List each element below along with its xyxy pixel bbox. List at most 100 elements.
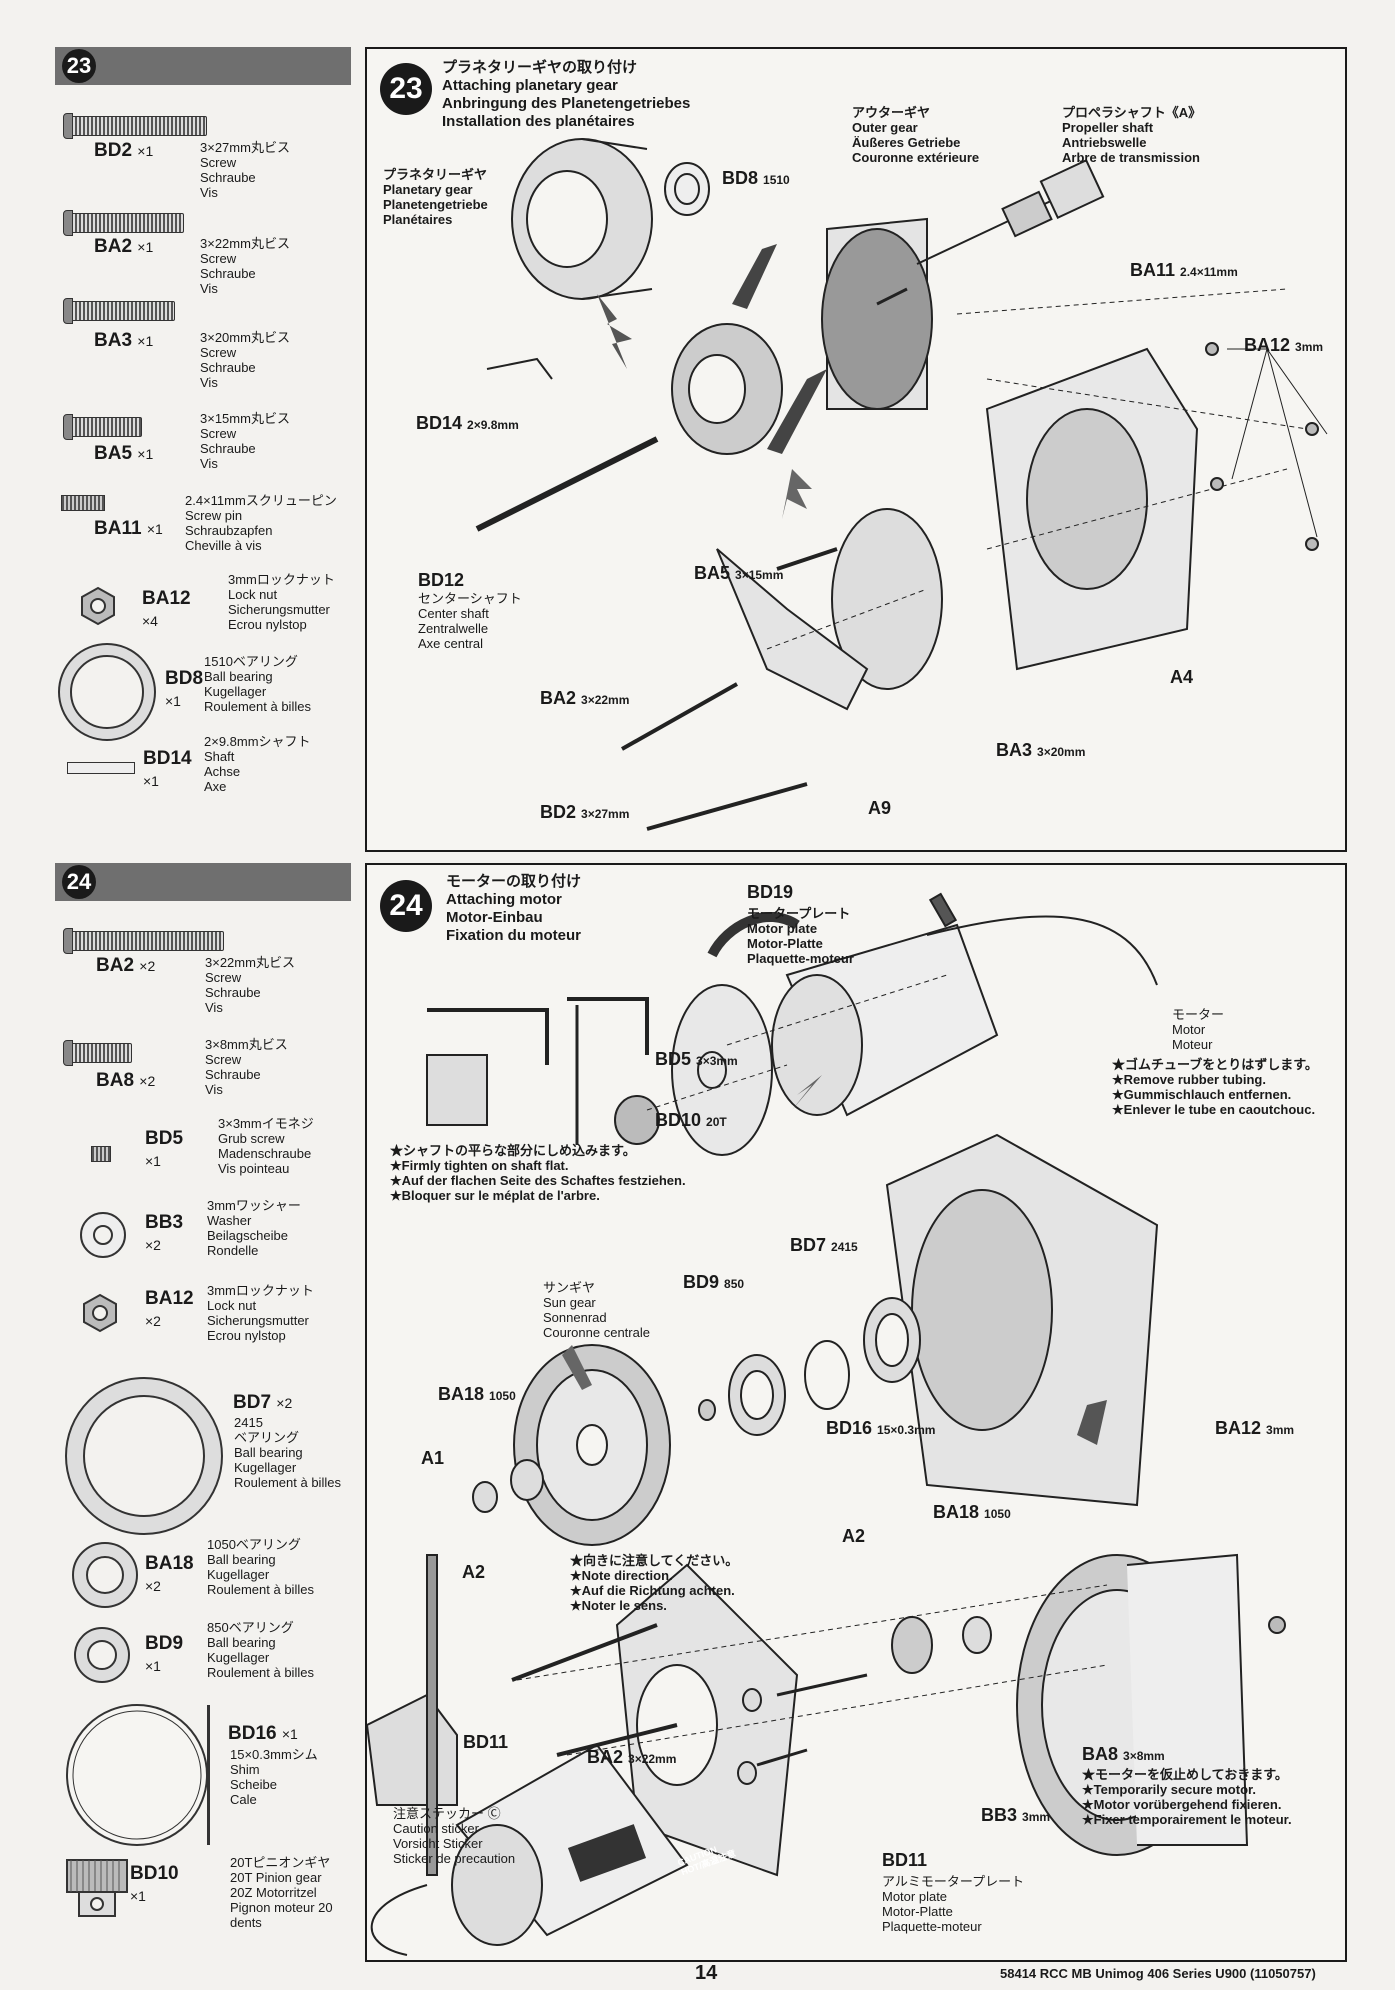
a9-label: A9 — [868, 798, 892, 818]
part-code: BD14×1 — [143, 748, 192, 789]
part-desc: 3mmロックナット Lock nut Sicherungsmutter Ecro… — [228, 572, 335, 632]
part-desc: 2.4×11mmスクリューピン Screw pin Schraubzapfen … — [185, 493, 337, 553]
ba5-label: BA5 3×15mm — [694, 563, 784, 583]
part-code: BD2 ×1 — [94, 140, 154, 161]
step23-title: プラネタリーギヤの取り付け Attaching planetary gear A… — [442, 59, 691, 130]
grub-screw-icon — [91, 1146, 111, 1162]
ba3-label: BA3 3×20mm — [996, 740, 1086, 760]
ball-bearing-icon — [58, 643, 156, 741]
part-code: BA2 ×2 — [96, 955, 156, 976]
propeller-shaft-label: プロペラシャフト《A》 Propeller shaft Antriebswell… — [1062, 105, 1202, 165]
part-desc: 1510ベアリング Ball bearing Kugellager Roulem… — [204, 654, 311, 714]
bb3-label: BB3 3mm — [981, 1805, 1051, 1825]
bd10-label: BD10 20T — [655, 1110, 727, 1130]
part-desc: 3mmワッシャー Washer Beilagscheibe Rondelle — [207, 1198, 301, 1258]
part-code: BA8 ×2 — [96, 1070, 156, 1091]
bd11-label-side: BD11 — [463, 1732, 509, 1752]
part-code: BA12×4 — [142, 588, 191, 629]
part-desc: 3×8mm丸ビス Screw Schraube Vis — [205, 1037, 288, 1097]
pinion-gear-icon — [66, 1859, 128, 1917]
a2-label-left: A2 — [462, 1562, 486, 1582]
ba8-label: BA8 3×8mm — [1082, 1744, 1165, 1764]
motor-plate-label: モータープレート Motor plate Motor-Platte Plaque… — [747, 906, 854, 966]
part-desc: 3×20mm丸ビス Screw Schraube Vis — [200, 330, 290, 390]
bd9-label: BD9 850 — [683, 1272, 745, 1292]
center-shaft-label: センターシャフト Center shaft Zentralwelle Axe c… — [418, 591, 522, 651]
part-code: BD7 ×2 — [233, 1392, 293, 1413]
a2-label-right: A2 — [842, 1526, 866, 1546]
ba5-screw-icon — [63, 414, 142, 440]
bd8-label: BD8 1510 — [722, 168, 790, 188]
step24-parts-badge: 24 — [62, 865, 96, 899]
part-desc: 1050ベアリング Ball bearing Kugellager Roulem… — [207, 1537, 314, 1597]
ba8-screw-icon — [63, 1040, 132, 1066]
part-desc: 20Tピニオンギヤ 20T Pinion gear 20Z Motorritze… — [230, 1855, 333, 1930]
ba2-screw-icon — [63, 210, 184, 236]
ba18-label-left: BA18 1050 — [438, 1384, 516, 1404]
part-code: BD10×1 — [130, 1863, 179, 1904]
part-desc: 3×3mmイモネジ Grub screw Madenschraube Vis p… — [218, 1116, 314, 1176]
washer-icon — [80, 1212, 126, 1258]
planetary-gear-label: プラネタリーギヤ Planetary gear Planetengetriebe… — [383, 167, 488, 227]
ba2-screw-icon — [63, 928, 224, 954]
part-code: BB3×2 — [145, 1212, 184, 1253]
step24-assembly-diagram — [367, 892, 1286, 1956]
sun-gear-label: サンギヤ Sun gear Sonnenrad Couronne central… — [543, 1280, 650, 1340]
rubber-tubing-note: ★ゴムチューブをとりはずします。 ★Remove rubber tubing. … — [1112, 1057, 1318, 1117]
part-desc: 3×22mm丸ビス Screw Schraube Vis — [205, 955, 295, 1015]
ba18-label-right: BA18 1050 — [933, 1502, 1011, 1522]
bd16-label: BD16 15×0.3mm — [826, 1418, 936, 1438]
ba2-label: BA2 3×22mm — [587, 1747, 677, 1767]
direction-note: ★向きに注意してください。 ★Note direction. ★Auf die … — [570, 1553, 739, 1613]
part-desc: 15×0.3mmシム Shim Scheibe Cale — [230, 1747, 318, 1807]
shim-icon — [66, 1704, 210, 1846]
ba12-label: BA12 3mm — [1244, 335, 1324, 355]
ba3-screw-icon — [63, 298, 175, 324]
outer-gear-label: アウターギヤ Outer gear Äußeres Getriebe Couro… — [852, 105, 980, 165]
part-code: BA3 ×1 — [94, 330, 154, 351]
bd2-label: BD2 3×27mm — [540, 802, 630, 822]
lock-nut-icon — [83, 1293, 117, 1333]
temporarily-secure-note: ★モーターを仮止めしておきます。 ★Temporarily secure mot… — [1082, 1767, 1292, 1827]
part-desc: 2415 ベアリング Ball bearing Kugellager Roule… — [234, 1415, 341, 1490]
part-desc: 850ベアリング Ball bearing Kugellager Rouleme… — [207, 1620, 314, 1680]
part-code: BA18×2 — [145, 1553, 194, 1594]
step23-badge: 23 — [380, 63, 432, 115]
ball-bearing-icon — [65, 1377, 223, 1535]
step23-parts-header — [55, 47, 351, 85]
step24-parts-header — [55, 863, 351, 901]
ball-bearing-icon — [72, 1542, 138, 1608]
part-desc: 3×15mm丸ビス Screw Schraube Vis — [200, 411, 290, 471]
part-desc: 3×27mm丸ビス Screw Schraube Vis — [200, 140, 290, 200]
part-code: BA12×2 — [145, 1288, 194, 1329]
ba11-label: BA11 2.4×11mm — [1130, 260, 1238, 280]
motor-label: モーター Motor Moteur — [1172, 1007, 1225, 1052]
caution-sticker-label: 注意ステッカー Ⓒ Caution sticker Vorsicht Stick… — [393, 1806, 516, 1866]
lock-nut-icon — [81, 586, 115, 626]
bd5-label: BD5 3×3mm — [655, 1049, 738, 1069]
part-code: BD5×1 — [145, 1128, 184, 1169]
page-number: 14 — [695, 1962, 718, 1984]
bd11-label: BD11 — [882, 1850, 928, 1870]
a1-label: A1 — [421, 1448, 445, 1468]
step23-assembly-diagram — [475, 138, 1328, 831]
a4-label: A4 — [1170, 667, 1194, 687]
footer-product-code: 58414 RCC MB Unimog 406 Series U900 (110… — [1000, 1966, 1316, 1981]
part-code: BA2 ×1 — [94, 236, 154, 257]
ba12-label: BA12 3mm — [1215, 1418, 1295, 1438]
bd14-label: BD14 2×9.8mm — [416, 413, 519, 433]
bd19-label: BD19 — [747, 882, 794, 902]
part-code: BA5 ×1 — [94, 443, 154, 464]
shaft-icon — [67, 762, 135, 774]
ball-bearing-icon — [74, 1627, 130, 1683]
alu-motor-plate-label: アルミモータープレート Motor plate Motor-Platte Pla… — [882, 1874, 1025, 1934]
bd2-screw-icon — [63, 113, 207, 139]
part-code: BD8×1 — [165, 668, 204, 709]
bd12-label: BD12 — [418, 570, 465, 590]
part-code: BD9×1 — [145, 1633, 184, 1674]
part-desc: 3mmロックナット Lock nut Sicherungsmutter Ecro… — [207, 1283, 314, 1343]
step24-badge: 24 — [380, 880, 432, 932]
step23-parts-badge: 23 — [62, 49, 96, 83]
part-code: BA11 ×1 — [94, 518, 163, 539]
step24-title: モーターの取り付け Attaching motor Motor-Einbau F… — [446, 873, 582, 944]
